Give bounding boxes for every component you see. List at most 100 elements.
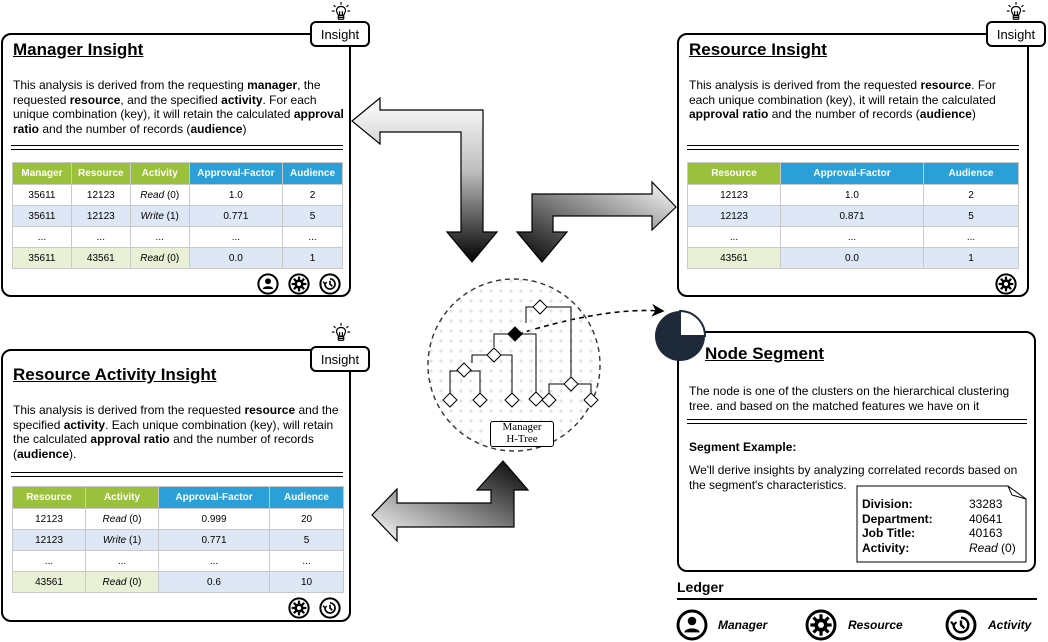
attribute-key: Division: [862, 497, 913, 511]
resource-insight-card: Resource Insight This analysis is derive… [677, 33, 1029, 297]
bold-term: approval ratio [90, 432, 170, 447]
table-cell: 12123 [687, 205, 781, 227]
text-segment: ) [971, 107, 976, 122]
table-cell: 5 [923, 205, 1019, 227]
ledger-label-manager: Manager [718, 618, 768, 632]
table-cell: 35611 [12, 205, 72, 227]
tree-label-line1: Manager [502, 421, 542, 433]
activity-name: Write [140, 210, 164, 222]
table-cell: 10 [269, 571, 344, 593]
table-row: ............... [12, 226, 343, 248]
arrow-manager-to-tree [351, 96, 499, 263]
column-header: Approval-Factor [780, 162, 924, 185]
resource-icon [805, 609, 837, 641]
card-title: Resource Insight [689, 40, 827, 59]
divider [687, 419, 1027, 424]
segment-example-title: Segment Example: [689, 440, 797, 454]
activity-name: Read [140, 189, 165, 201]
card-title: Manager Insight [13, 40, 144, 59]
tree-label: Manager H-Tree [490, 421, 554, 447]
segment-example-description: We'll derive insights by analyzing corre… [689, 463, 1018, 492]
table-cell: 1 [282, 247, 343, 269]
resource-icon [288, 273, 310, 295]
text-segment: . For each unique combination (key), it … [689, 78, 996, 107]
column-header: Resource [12, 486, 86, 509]
bold-term: audience [919, 107, 972, 122]
card-description: This analysis is derived from the reques… [13, 78, 345, 136]
text-segment: and the number of records ( [39, 121, 191, 136]
table-cell: 0.0 [188, 247, 284, 269]
table-cell: ... [129, 226, 190, 248]
table-cell: ... [12, 550, 86, 572]
table-cell: 0.0 [780, 247, 924, 269]
ledger-label-resource: Resource [848, 618, 903, 632]
text-segment: . Each unique combination (key), will re… [13, 417, 334, 447]
table-cell: Read (0) [129, 247, 190, 269]
table-cell: 12123 [70, 205, 131, 227]
table-cell: 35611 [12, 184, 72, 206]
activity-name: Write [102, 534, 127, 546]
table-cell: 0.999 [158, 508, 270, 530]
table-row: ......... [687, 226, 1019, 248]
divider [687, 145, 1019, 150]
hierarchical-tree [427, 278, 601, 452]
table-cell: Write (1) [129, 205, 190, 227]
table-cell: 12123 [70, 184, 131, 206]
table-cell: 0.6 [158, 571, 270, 593]
column-header: Resource [70, 162, 131, 185]
bold-term: activity [221, 92, 263, 107]
activity-name: Read [102, 576, 127, 588]
table-cell: 43561 [12, 571, 86, 593]
activity-name: Read [969, 540, 998, 555]
card-description: This analysis is derived from the reques… [13, 403, 348, 461]
resource-activity-insight-card: Resource Activity Insight This analysis … [1, 349, 351, 622]
bold-term: audience [190, 121, 243, 136]
card-title: Resource Activity Insight [13, 365, 217, 384]
activity-icon [945, 609, 977, 641]
manager-icon [676, 609, 708, 641]
table-cell: 2 [923, 184, 1019, 206]
ledger-label-activity: Activity [988, 618, 1032, 632]
table-cell: Read (0) [85, 508, 159, 530]
table-cell: Write (1) [85, 529, 159, 551]
attribute-value: 40641 [969, 511, 1003, 526]
ledger-title: Ledger [677, 579, 724, 595]
table-cell: ... [687, 226, 781, 248]
tree-label-line2: H-Tree [506, 432, 538, 445]
table-cell: 1 [923, 247, 1019, 269]
segment-attribute: Activity:Read (0) [862, 541, 1022, 556]
segment-attribute: Department:40641 [862, 512, 1022, 527]
table-cell: ... [12, 226, 72, 248]
text-segment: ). [69, 446, 77, 461]
table-cell: ... [269, 550, 344, 572]
attribute-value: Read (0) [969, 540, 1016, 555]
resource-icon [995, 273, 1017, 295]
table-cell: Read (0) [85, 571, 159, 593]
column-header: Activity [129, 162, 190, 185]
table-cell: ... [282, 226, 343, 248]
card-description: This analysis is derived from the reques… [689, 78, 1024, 122]
bold-term: approval ratio [689, 107, 769, 122]
insight-tab: Insight [986, 21, 1046, 47]
table-row: ............ [12, 550, 344, 572]
bold-term: manager [247, 78, 298, 92]
table-cell: ... [158, 550, 270, 572]
card-description: The node is one of the clusters on the h… [689, 384, 1010, 413]
manager-insight-card: Manager Insight This analysis is derived… [1, 33, 351, 297]
bold-term: resource [69, 92, 121, 107]
pie-chart-icon [655, 309, 707, 361]
column-header: Audience [923, 162, 1019, 185]
bold-term: activity [63, 417, 106, 432]
divider [11, 145, 343, 150]
text-segment: This analysis is derived from the reques… [689, 78, 921, 92]
ledger-divider [677, 598, 1037, 600]
column-header: Audience [269, 486, 344, 509]
